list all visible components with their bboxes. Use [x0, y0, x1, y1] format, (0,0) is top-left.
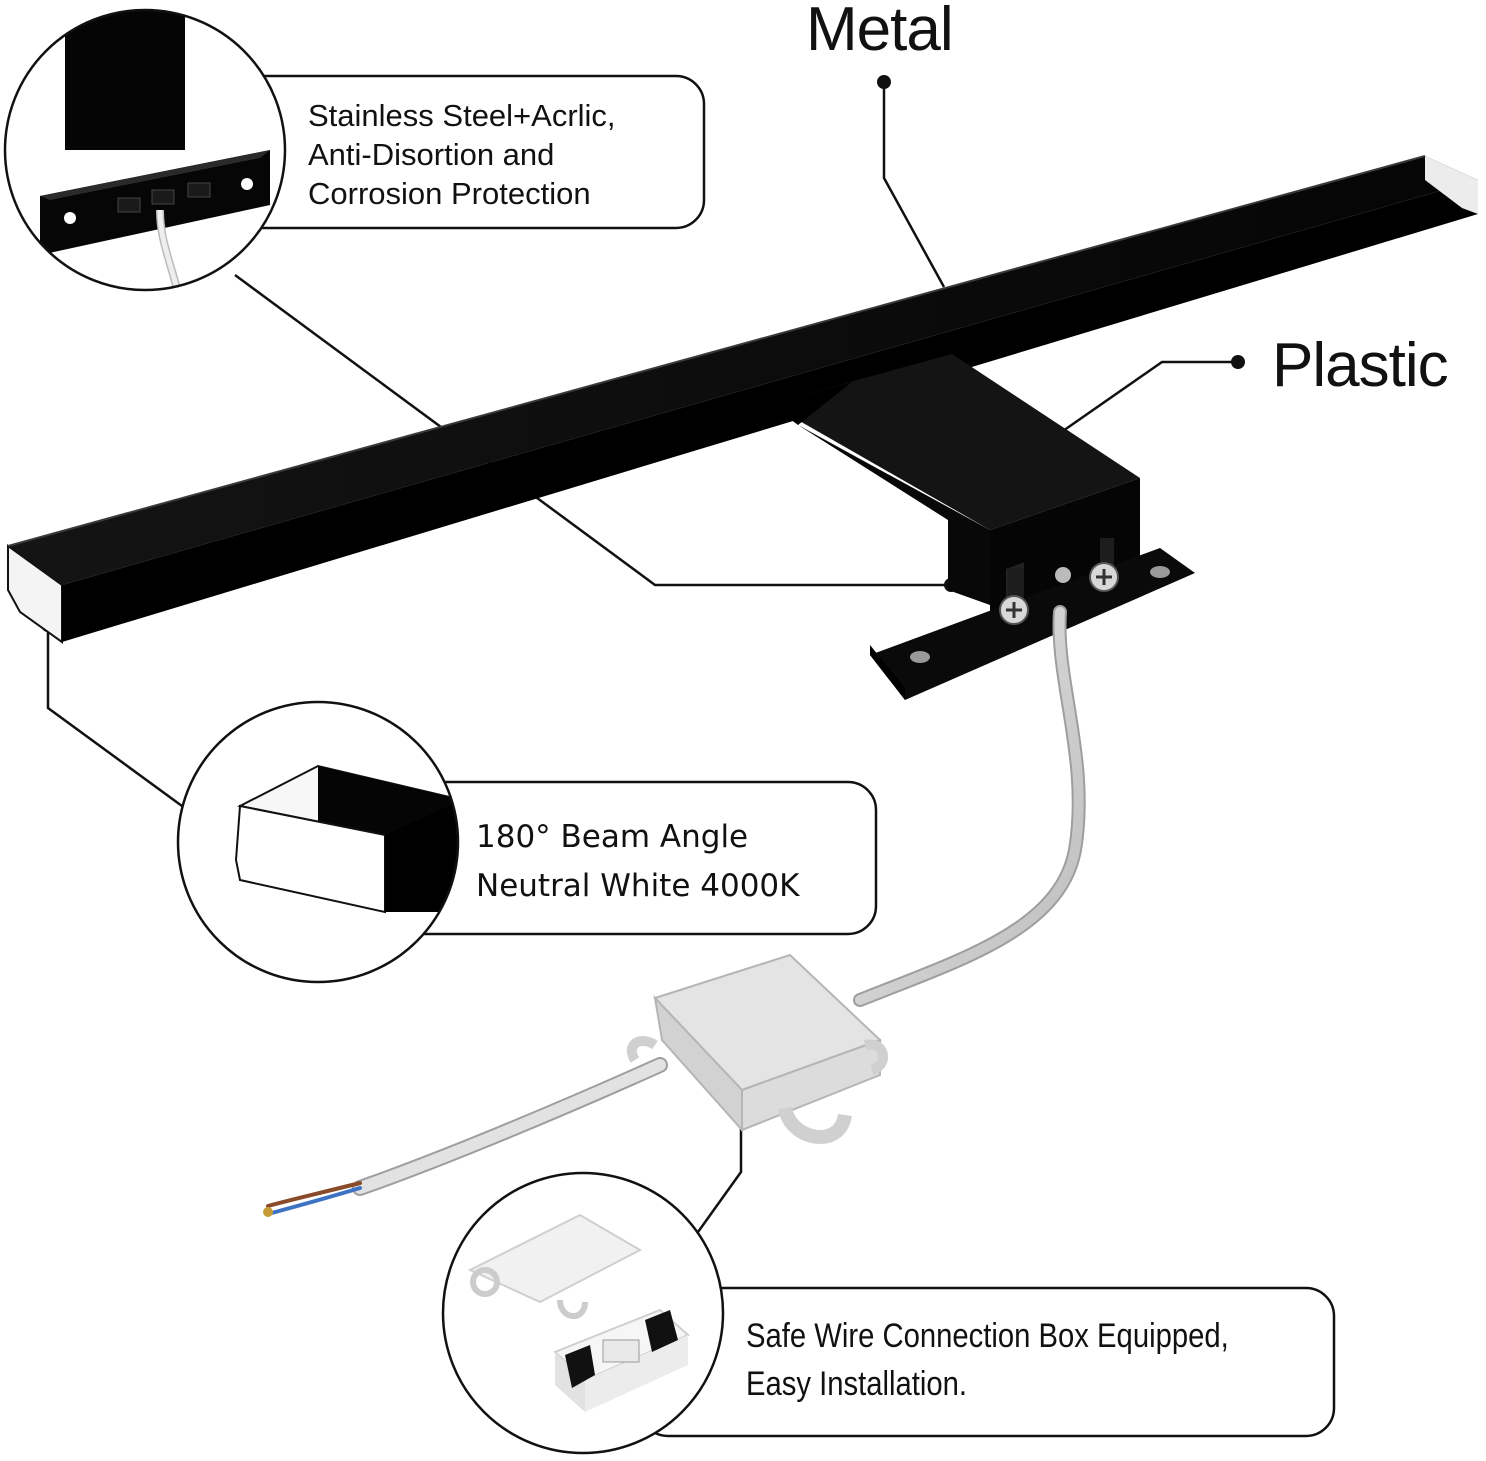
callout-box-line1: Safe Wire Connection Box Equipped,: [746, 1317, 1229, 1355]
inset-box: [441, 1171, 725, 1455]
callout-bracket-line2: Anti-Disortion and: [308, 137, 555, 172]
inset-bracket: [3, 8, 287, 292]
leader-beam: [46, 625, 183, 808]
inset-beam: [176, 700, 460, 984]
power-cable: [263, 605, 1086, 1217]
leader-metal: [882, 82, 946, 288]
callout-box-line2: Easy Installation.: [746, 1365, 968, 1403]
connection-box: [626, 953, 889, 1144]
callout-bracket-line3: Corrosion Protection: [308, 176, 591, 211]
callout-beam-line2: Neutral White 4000K: [476, 868, 800, 904]
callout-beam-line1: 180° Beam Angle: [476, 819, 749, 855]
callout-bracket-line1: Stainless Steel+Acrlic,: [308, 98, 616, 133]
leader-plastic: [1059, 360, 1238, 435]
callout-boxes: [228, 74, 1336, 1438]
leader-bracket: [234, 273, 951, 587]
label-metal: Metal: [806, 0, 954, 64]
lamp-arm-mount: [770, 354, 1195, 700]
callout-beam-text: 180° Beam Angle Neutral White 4000K: [476, 813, 800, 911]
label-plastic: Plastic: [1272, 331, 1449, 400]
callout-bracket-text: Stainless Steel+Acrlic, Anti-Disortion a…: [308, 96, 616, 213]
callout-box-text: Safe Wire Connection Box Equipped, Easy …: [746, 1312, 1229, 1408]
lamp-bar: [7, 155, 1478, 644]
